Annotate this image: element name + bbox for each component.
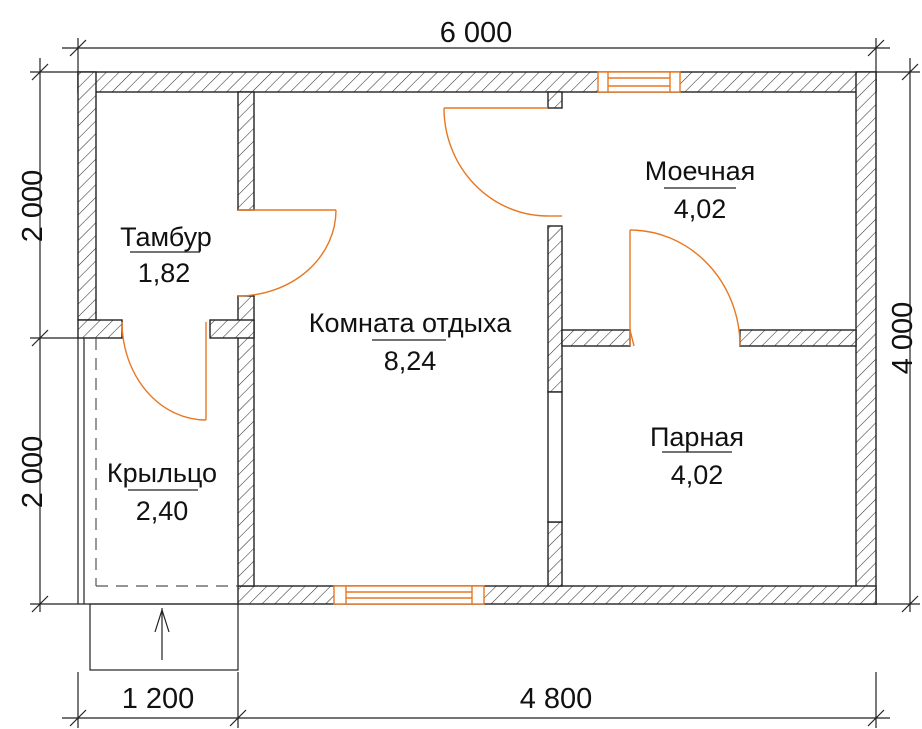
room-area-tambur: 1,82 — [138, 258, 191, 288]
room-area-parnaya: 4,02 — [671, 460, 724, 490]
room-area-krylco: 2,40 — [136, 496, 189, 526]
room-name-krylco: Крыльцо — [107, 458, 217, 488]
room-name-komnata: Комната отдыха — [309, 308, 512, 338]
room-name-tambur: Тамбур — [120, 222, 212, 252]
room-name-parnaya: Парная — [650, 422, 744, 452]
windows — [333, 71, 681, 605]
dimension-left-upper: 2 000 — [17, 170, 49, 243]
room-moechnaya: Моечная 4,02 — [645, 156, 756, 224]
room-tambur: Тамбур 1,82 — [120, 222, 212, 288]
room-area-komnata: 8,24 — [384, 346, 437, 376]
room-komnata: Комната отдыха 8,24 — [309, 308, 512, 376]
dimension-bottom-right: 4 800 — [520, 683, 593, 715]
room-parnaya: Парная 4,02 — [650, 422, 744, 490]
dimension-right-total: 4 000 — [887, 302, 919, 375]
dimension-top-total: 6 000 — [440, 17, 513, 49]
room-name-moechnaya: Моечная — [645, 156, 756, 186]
sliding-door — [547, 391, 563, 523]
dimension-bottom-left: 1 200 — [122, 683, 195, 715]
dimension-lines — [30, 38, 920, 728]
room-area-moechnaya: 4,02 — [674, 194, 727, 224]
porch — [77, 338, 239, 671]
doors — [121, 107, 741, 421]
walls — [77, 71, 877, 605]
dimension-left-lower: 2 000 — [17, 436, 49, 509]
room-krylco: Крыльцо 2,40 — [107, 458, 217, 526]
